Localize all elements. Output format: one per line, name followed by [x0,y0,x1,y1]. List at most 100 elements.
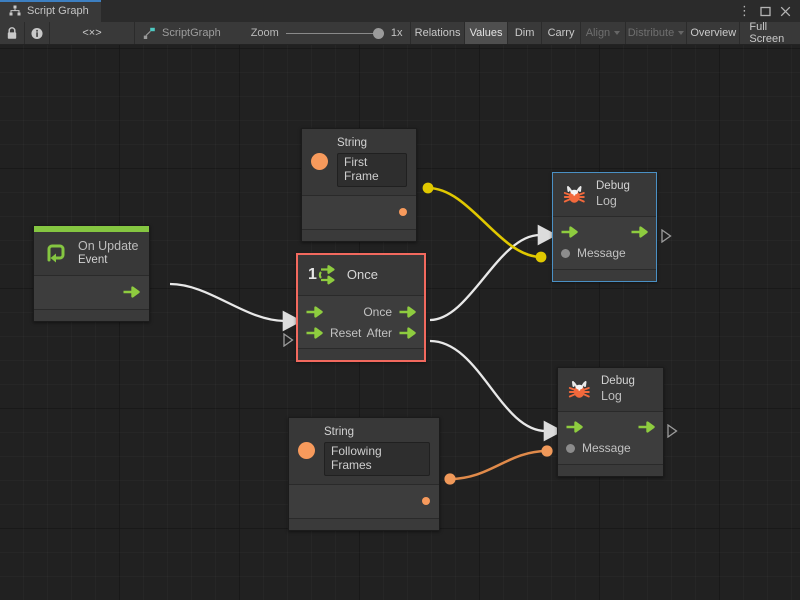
toolbar-button-distribute[interactable]: Distribute [626,22,688,44]
port-once-out[interactable]: Once [363,305,416,319]
node-ports [302,194,416,229]
node-title: String [337,137,368,149]
toolbar-button-dim[interactable]: Dim [508,22,542,44]
wire-endpoint-dot [444,473,456,485]
window-tab-bar: Script Graph ⋮ [0,0,800,22]
port-value-out[interactable] [422,497,430,506]
port-flow-in[interactable] [306,305,323,318]
toolbar-button-values[interactable]: Values [464,22,509,44]
node-header: 1 Once [298,255,424,295]
tab-script-graph[interactable]: Script Graph [0,0,101,22]
port-row [43,282,140,303]
graph-name-display[interactable]: ScriptGraph [143,27,221,40]
once-badge: 1 [308,266,317,283]
port-message-in[interactable]: Message [561,246,626,260]
port-row-once: Once [306,301,416,322]
port-flow-in[interactable] [561,226,578,238]
port-value-out[interactable] [399,208,407,217]
node-ports [34,274,149,309]
toolbar-button-label: Overview [690,27,737,39]
port-flow-in[interactable] [566,421,583,433]
toolbar-button-carry[interactable]: Carry [542,22,582,44]
wire-after-to-debug-bottom [429,339,564,442]
toolbar-button-label: Values [469,27,503,39]
toolbar-button-relations[interactable]: Relations [411,22,465,44]
wire-on-update-to-once [169,282,303,332]
zoom-slider[interactable] [285,27,384,39]
string-value-field[interactable]: Following Frames [324,442,430,476]
port-flow-out[interactable] [631,226,648,238]
node-title-group: On Update Event [78,239,138,268]
flow-arrow-icon [566,421,583,433]
port-message-in[interactable]: Message [566,441,631,455]
port-flow-out[interactable] [123,286,140,298]
node-once[interactable]: 1 Once [296,253,426,362]
connection-wires-layer [169,182,564,485]
graph-canvas[interactable]: On Update Event [0,45,800,600]
debug-log-bottom-external-flow-out-triangle-icon[interactable] [667,424,678,438]
port-reset-external-triangle-icon[interactable] [283,333,294,347]
port-reset-in[interactable]: Reset [306,326,361,340]
variables-button[interactable]: <×> [50,22,135,44]
flow-arrow-icon [399,326,416,339]
node-debug-log-top[interactable]: Debug Log [552,172,657,282]
node-footer [34,308,149,321]
node-header: On Update Event [34,232,149,275]
debug-log-top-external-flow-out-triangle-icon[interactable] [661,229,672,243]
port-flow-out[interactable] [638,421,655,433]
node-ports: Message [553,215,656,269]
node-on-update[interactable]: On Update Event [33,225,150,322]
update-loop-icon [47,244,65,263]
zoom-control: Zoom 1x [251,27,403,39]
string-value-icon [311,153,328,171]
once-counter-icon: 1 [308,264,338,286]
tab-label: Script Graph [27,5,89,17]
graph-name-label: ScriptGraph [162,27,221,39]
window-controls: ⋮ [738,0,800,22]
port-after-out[interactable]: After [367,326,416,340]
toolbar-button-label: Carry [547,27,575,39]
node-string-first-frame[interactable]: String First Frame [301,128,417,242]
toolbar-button-full-screen[interactable]: Full Screen [740,21,800,45]
zoom-slider-knob[interactable] [372,27,384,39]
toolbar-button-label: Relations [414,27,461,39]
string-value-field[interactable]: First Frame [337,153,407,187]
node-header: String Following Frames [289,418,439,484]
port-row-flow [566,417,655,438]
node-string-following-frames[interactable]: String Following Frames [288,417,440,531]
port-row-message: Message [566,438,655,459]
port-label: Once [363,304,392,319]
debug-bug-icon [563,186,585,203]
value-port-dot-icon [561,248,570,258]
graph-hierarchy-icon [9,5,21,16]
node-ports: Message [558,410,663,464]
info-icon [31,27,43,39]
close-icon[interactable] [780,6,791,17]
toolbar-button-overview[interactable]: Overview [687,22,741,44]
lock-button[interactable] [0,22,25,44]
node-footer [289,517,439,530]
info-button[interactable] [25,22,50,44]
node-title-group: Debug Log [596,180,630,209]
script-graph-icon [143,27,155,39]
node-subtitle: Log [596,194,617,209]
maximize-icon[interactable] [760,6,771,17]
port-row-message: Message [561,243,648,264]
value-port-dot-icon [422,497,430,506]
lock-icon [7,26,17,39]
debug-bug-icon [568,381,590,398]
more-options-icon[interactable]: ⋮ [738,3,751,18]
port-row [311,202,407,223]
graph-info-zone: ScriptGraph Zoom 1x [135,22,412,44]
graph-toolbar: <×> ScriptGraph Zoom 1x Relatio [0,21,800,45]
value-port-dot-icon [399,208,407,217]
node-subtitle: Event [78,254,108,267]
flow-arrow-icon [123,286,140,298]
node-title: String [324,426,355,438]
node-debug-log-bottom[interactable]: Debug Log [557,367,664,477]
zoom-label: Zoom [250,27,279,39]
node-subtitle: Log [601,389,622,404]
toolbar-button-align[interactable]: Align [581,22,626,44]
wire-string-following-to-message [449,449,548,481]
